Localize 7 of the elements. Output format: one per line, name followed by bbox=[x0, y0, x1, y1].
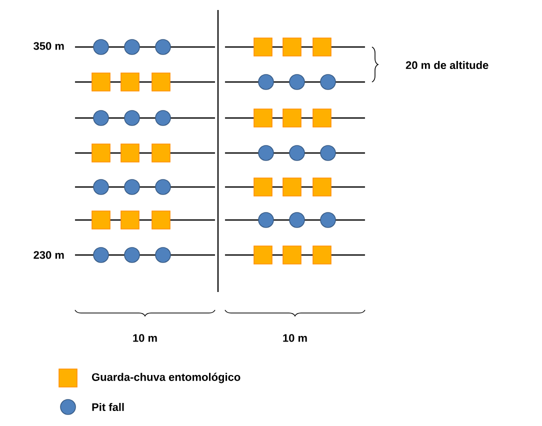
legend-text: Pit fall bbox=[92, 402, 124, 412]
distance-label: 10 m bbox=[133, 334, 157, 342]
altitude-label: 230 m bbox=[34, 251, 64, 259]
legend-text: Guarda-chuva entomológico bbox=[92, 372, 240, 384]
altitude-label: 20 m de altitude bbox=[406, 60, 488, 70]
distance-label: 10 m bbox=[283, 334, 307, 342]
altitude-label: 350 m bbox=[34, 42, 64, 50]
